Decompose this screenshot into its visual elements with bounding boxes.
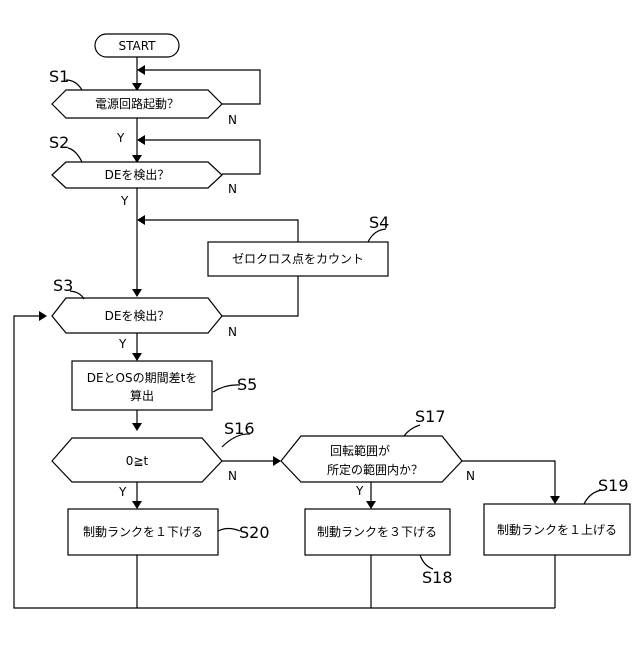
step-label-s2: S2: [49, 133, 69, 152]
s17-no-label: N: [466, 469, 475, 483]
s16-decision-label: 0≧t: [126, 454, 149, 468]
s20-process-label: 制動ランクを１下げる: [83, 525, 203, 539]
step-label-s18: S18: [422, 568, 453, 587]
s1-yes-label: Y: [116, 131, 125, 145]
step-label-s16: S16: [224, 419, 255, 438]
s2-yes-label: Y: [120, 194, 129, 208]
step-label-s19: S19: [598, 476, 629, 495]
s1-no-label: N: [228, 113, 237, 127]
s2-decision-label: DEを検出？: [105, 168, 170, 182]
s17-decision-label-line1: 回転範囲が: [330, 443, 390, 458]
s16-yes-label: Y: [118, 485, 127, 499]
s1-decision-label: 電源回路起動？: [95, 96, 179, 111]
s3-yes-label: Y: [118, 337, 127, 351]
step-label-s1: S1: [49, 67, 69, 86]
step-label-s3: S3: [53, 276, 73, 295]
s5-process-label-line1: DEとOSの期間差tを: [87, 371, 198, 385]
s3-no-label: N: [228, 325, 237, 339]
s17-yes-label: Y: [355, 484, 364, 498]
s17-decision-label-line2: 所定の範囲内か？: [327, 462, 423, 477]
step-label-s5: S5: [237, 375, 257, 394]
s16-no-label: N: [228, 469, 237, 483]
s3-decision-label: DEを検出？: [105, 309, 170, 323]
start-label: START: [118, 39, 156, 53]
s18-process-label: 制動ランクを３下げる: [317, 525, 437, 539]
step-label-s17: S17: [415, 407, 446, 426]
step-label-s4: S4: [369, 213, 389, 232]
s2-no-label: N: [228, 182, 237, 196]
s4-process-label: ゼロクロス点をカウント: [232, 252, 364, 266]
step-label-s20: S20: [239, 523, 270, 542]
s19-process-label: 制動ランクを１上げる: [497, 523, 617, 537]
s5-process-label-line2: 算出: [130, 388, 154, 403]
